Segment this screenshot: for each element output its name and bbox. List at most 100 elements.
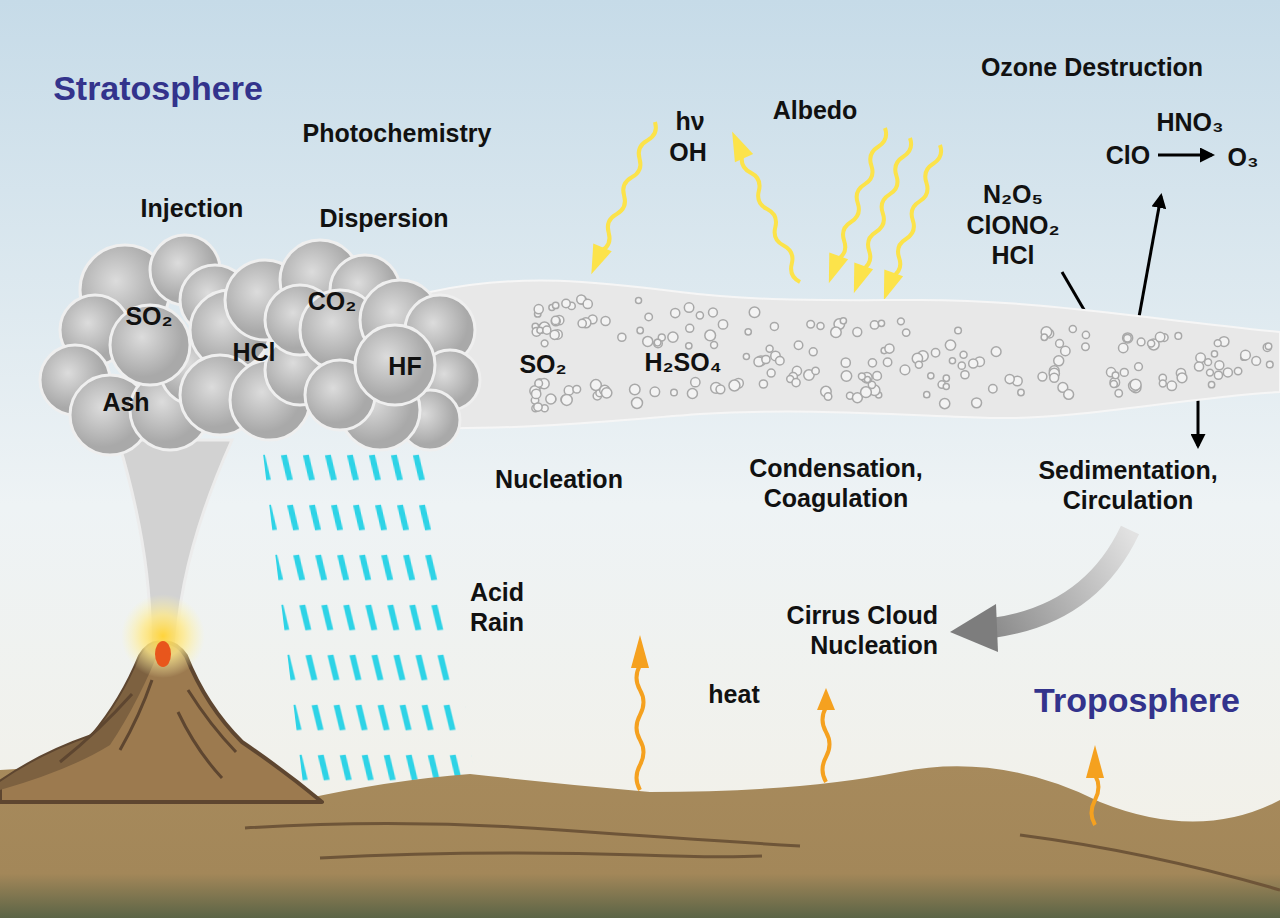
aerosol-particle [711,342,718,349]
aerosol-particle [831,327,841,337]
ray-head [844,262,873,296]
aerosol-particle [1263,343,1271,351]
aerosol-particle [696,312,703,319]
aerosol-particle [928,373,934,379]
sunlight-ray [844,135,919,297]
aerosol-particle [745,329,751,335]
aerosol-particle [1130,379,1141,390]
aerosol-plume: SO₂H₂SO₄ [420,250,1280,440]
aerosol-particle [578,319,586,327]
ray-line [739,153,804,284]
aerosol-particle [841,358,850,367]
aerosol-particle [709,308,718,317]
ray-head [819,252,848,286]
aerosol-particle [1167,381,1176,390]
aerosol-particle [812,367,819,374]
aerosol-particle [900,365,910,375]
aerosol-particle [1265,343,1272,350]
aerosol-particle [1177,373,1187,383]
process-label: Dispersion [319,203,448,233]
aerosol-particle [1137,338,1145,346]
aerosol-plume-outline [420,250,1280,440]
process-label: Ozone Destruction [981,52,1203,82]
ray-line [597,120,658,252]
sunlight-ray [819,125,894,287]
acid-rain-drops [262,445,478,808]
sunlight-ray [874,142,949,304]
ray-line [859,137,914,271]
aerosol-particle [1041,334,1047,340]
ray-head [874,269,903,303]
aerosol-particle [807,320,815,328]
process-label: Injection [141,193,244,223]
aerosol-particle [1155,332,1164,341]
aerosol-particle [1082,343,1090,351]
aerosol-particle [931,349,939,357]
aerosol-particle [671,308,680,317]
chemical-formula: HCl [232,337,275,367]
aerosol-particle [552,302,558,308]
aerosol-particle [1194,362,1203,371]
heat-arrow [823,707,830,782]
aerosol-particle [1196,353,1206,363]
aerosol-particle [1223,368,1232,377]
aerosol-particle [534,403,542,411]
layer-name: Stratosphere [53,68,263,109]
aerosol-particle [1266,361,1273,368]
aerosol-particle [958,362,965,369]
aerosol-particle [1252,357,1261,366]
chemical-formula: CO₂ [308,286,357,316]
reaction-arrow [1133,196,1161,350]
aerosol-particle [915,361,922,368]
aerosol-particle [1208,382,1214,388]
aerosol-particle [561,394,572,405]
aerosol-particle [1195,363,1203,371]
aerosol-particle [1123,333,1133,343]
circulation-arrow-head [950,604,998,652]
aerosol-particle [562,299,570,307]
aerosol-particle [650,387,660,397]
aerosol-particle [1159,380,1166,387]
aerosol-particle [943,384,949,390]
chemical-formula: Ash [102,387,149,417]
chemical-formula: HF [388,351,421,381]
aerosol-particle [534,305,543,314]
heat-arrow-head [1086,745,1104,778]
aerosol-particle [776,356,785,365]
aerosol-particle [1056,340,1064,348]
crater-glow [121,594,205,678]
ray-head [582,244,612,278]
aerosol-particle [885,344,894,353]
aerosol-particle [1061,346,1070,355]
chemical-formula: ClONO₂ [966,210,1059,240]
chemical-formula: N₂O₅ [983,179,1043,209]
aerosol-particle [809,348,817,356]
process-label: Nucleation [495,464,623,494]
aerosol-particle [858,373,865,380]
aerosol-particle [868,359,876,367]
aerosol-particle [961,371,969,379]
chemical-formula: SO₂ [125,301,172,331]
aerosol-particle [630,384,640,394]
aerosol-particle [762,355,770,363]
aerosol-particle [940,398,950,408]
aerosol-particle [1115,390,1122,397]
aerosol-particle [1082,331,1089,338]
aerosol-particle [718,320,727,329]
aerosol-particle [1148,340,1155,347]
aerosol-particle [1018,389,1024,395]
aerosol-particle [684,303,693,312]
aerosol-particle [945,340,955,350]
aerosol-particle [654,339,661,346]
aerosol-particle [969,359,978,368]
reflected-ray [723,128,809,287]
process-label: Cirrus Cloud Nucleation [748,600,938,660]
process-label: Albedo [773,95,858,125]
aerosol-particle [687,388,697,398]
aerosol-particle [841,371,851,381]
aerosol-particle [541,340,548,347]
aerosol-particle [972,398,982,408]
cloud-puff [355,325,435,405]
